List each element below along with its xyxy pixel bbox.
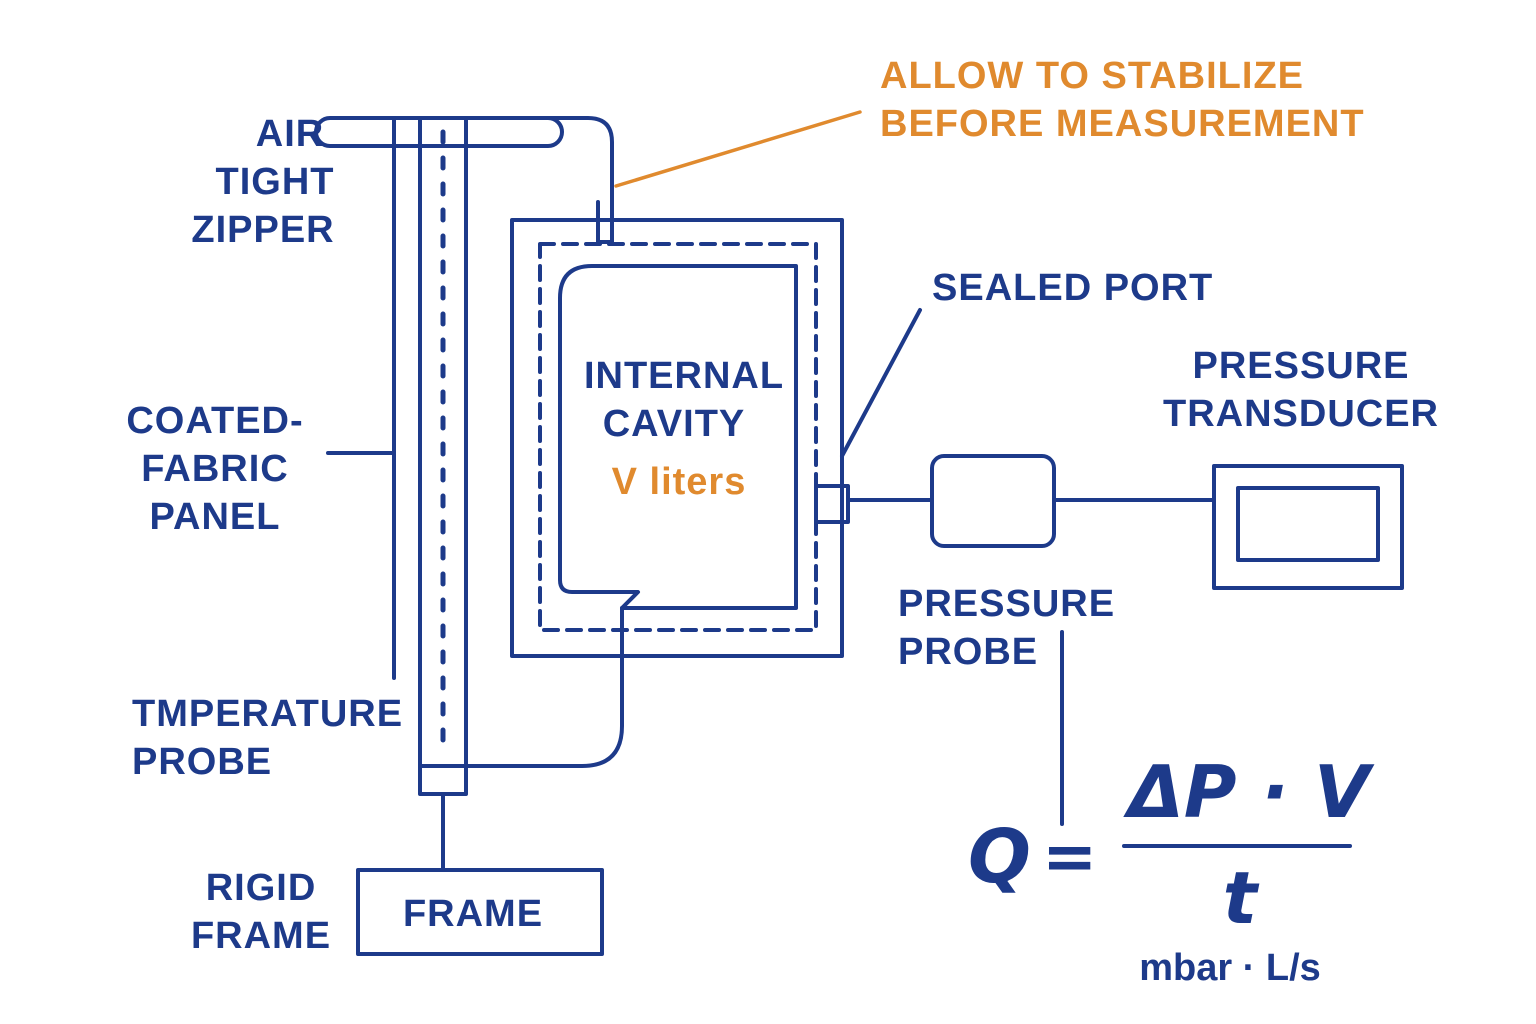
cavity-label-line-2: CAVITY xyxy=(602,403,746,445)
note-line-2: BEFORE MEASUREMENT xyxy=(880,103,1365,145)
rigid-label-line-2: FRAME xyxy=(190,915,332,957)
temp-label-line-1: TMPERATURE xyxy=(132,693,404,735)
pressure-probe-label: PRESSURE PROBE xyxy=(898,580,1115,676)
formula-equals: = xyxy=(1042,818,1098,895)
transducer-outer xyxy=(1212,464,1404,590)
cavity-volume: V liters xyxy=(611,461,747,503)
cavity-label: INTERNAL CAVITY V liters xyxy=(574,352,794,506)
sealed-port xyxy=(814,484,850,524)
panel-label-line-2: FABRIC xyxy=(141,448,289,490)
inner-dashed-liner xyxy=(538,242,818,632)
frame-box xyxy=(356,868,604,956)
pressure-probe-box xyxy=(930,454,1056,548)
transducer-label-line-2: TRANSDUCER xyxy=(1163,393,1439,435)
transducer-label-line-1: PRESSURE xyxy=(1192,345,1410,387)
cavity-outline xyxy=(558,264,798,610)
note-line-1: ALLOW TO STABILIZE xyxy=(880,55,1304,97)
zipper-pull xyxy=(546,116,614,244)
formula-lhs: Q xyxy=(968,814,1031,900)
formula-numerator: ΔP · V xyxy=(1128,750,1370,834)
zipper-label: AIR TIGHT ZIPPER xyxy=(190,110,360,254)
panel-label-line-1: COATED- xyxy=(126,400,304,442)
zipper-bar xyxy=(314,116,564,148)
cavity-label-line-1: INTERNAL xyxy=(583,355,785,397)
zipper-label-line-3: ZIPPER xyxy=(191,209,335,251)
transducer-label: PRESSURE TRANSDUCER xyxy=(1156,342,1446,438)
zipper-label-line-2: TIGHT xyxy=(215,161,335,203)
rigid-label-line-1: RIGID xyxy=(205,867,317,909)
zipper-label-line-1: AIR xyxy=(255,113,325,155)
note-leader-line xyxy=(614,110,862,188)
temperature-probe-label: TMPERATURE PROBE xyxy=(132,690,403,786)
temp-label-line-2: PROBE xyxy=(132,741,273,783)
sealed-port-label: SEALED PORT xyxy=(932,267,1214,309)
probe-tube xyxy=(464,606,624,768)
panel-label: COATED- FABRIC PANEL xyxy=(110,397,320,541)
formula-denominator: t xyxy=(1222,856,1258,940)
probe-label-line-2: PROBE xyxy=(898,631,1039,673)
transducer-display xyxy=(1236,486,1380,562)
stabilize-note: ALLOW TO STABILIZE BEFORE MEASUREMENT xyxy=(880,52,1365,148)
outer-enclosure xyxy=(510,218,844,658)
frame-box-label: FRAME xyxy=(402,893,544,935)
rigid-frame-label: RIGID FRAME xyxy=(188,864,334,960)
probe-label-line-1: PRESSURE xyxy=(898,583,1116,625)
sealed-port-leader xyxy=(840,308,922,458)
formula-unit: mbar · L/s xyxy=(1139,947,1321,989)
panel-label-line-3: PANEL xyxy=(149,496,281,538)
